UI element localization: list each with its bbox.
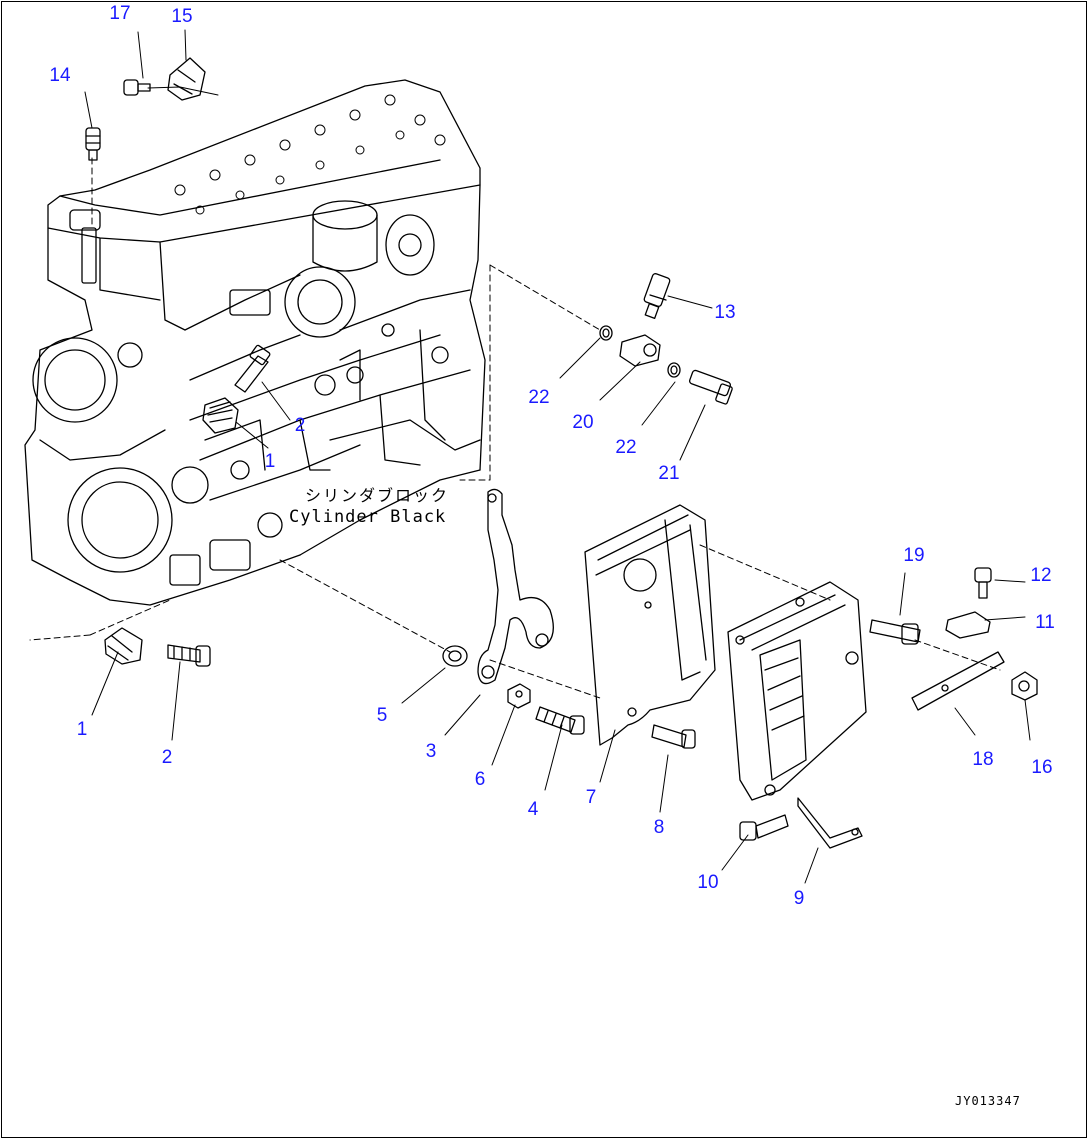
part-7-bracket-plate: [584, 504, 716, 746]
callout-20: 20: [572, 412, 594, 433]
callout-2: 2: [161, 747, 173, 768]
callout-1: 1: [76, 719, 88, 740]
callout-1-upper: 1: [264, 451, 276, 472]
part-3-harness-bracket: [477, 488, 554, 685]
callout-19: 19: [903, 545, 925, 566]
callout-18: 18: [972, 749, 994, 770]
part-18-bracket: [911, 651, 1005, 711]
part-6-spacer: [507, 683, 531, 709]
drawing-id: JY013347: [955, 1094, 1021, 1108]
part-19-stud: [869, 619, 921, 645]
callout-15: 15: [171, 6, 193, 27]
part-16-nut: [1011, 671, 1038, 701]
callout-8: 8: [653, 817, 665, 838]
part-9-ground-strap: [797, 797, 863, 849]
part-14-sensor: [85, 127, 101, 161]
installed-sensor-1: [202, 397, 239, 434]
callout-10: 10: [697, 872, 719, 893]
cylinder-block-label-jp: シリンダブロック: [305, 486, 450, 505]
callout-7: 7: [585, 787, 597, 808]
callout-11: 11: [1035, 612, 1055, 633]
part-22-washer-right: [667, 362, 681, 378]
part-5-nut: [442, 645, 468, 667]
callout-22-left: 22: [528, 387, 550, 408]
callout-12: 12: [1030, 565, 1052, 586]
cylinder-block-label-en: Cylinder Black: [289, 507, 447, 527]
part-12-bolt: [974, 567, 992, 599]
callout-21: 21: [658, 463, 680, 484]
part-22-washer-left: [599, 325, 613, 341]
callout-3: 3: [425, 741, 437, 762]
part-8-bolt: [651, 724, 696, 749]
part-11-clip: [945, 611, 991, 639]
callout-5: 5: [376, 705, 388, 726]
part-4-bolt: [535, 706, 585, 735]
part-10-bolt: [739, 814, 789, 841]
installed-bolt-2: [234, 344, 271, 393]
cylinder-block: [24, 79, 486, 606]
part-2-bolt: [167, 644, 211, 667]
callout-4: 4: [527, 799, 539, 820]
callout-9: 9: [793, 888, 805, 909]
installed-port-14: [81, 227, 97, 284]
callout-14: 14: [49, 65, 71, 86]
callout-17: 17: [109, 3, 131, 24]
callout-6: 6: [474, 769, 486, 790]
callout-13: 13: [714, 302, 736, 323]
part-20-adapter: [619, 334, 661, 367]
part-15-sensor: [167, 57, 206, 101]
part-17-bolt: [123, 79, 151, 96]
callout-2-upper: 2: [294, 415, 306, 436]
part-13-sensor: [643, 273, 671, 319]
leader-lines: [29, 29, 1031, 884]
callout-16: 16: [1031, 757, 1053, 778]
part-controller-ecu: [727, 581, 867, 801]
callout-22-right: 22: [615, 437, 637, 458]
part-1-sensor: [104, 627, 143, 665]
part-21-banjo-bolt: [689, 369, 733, 405]
